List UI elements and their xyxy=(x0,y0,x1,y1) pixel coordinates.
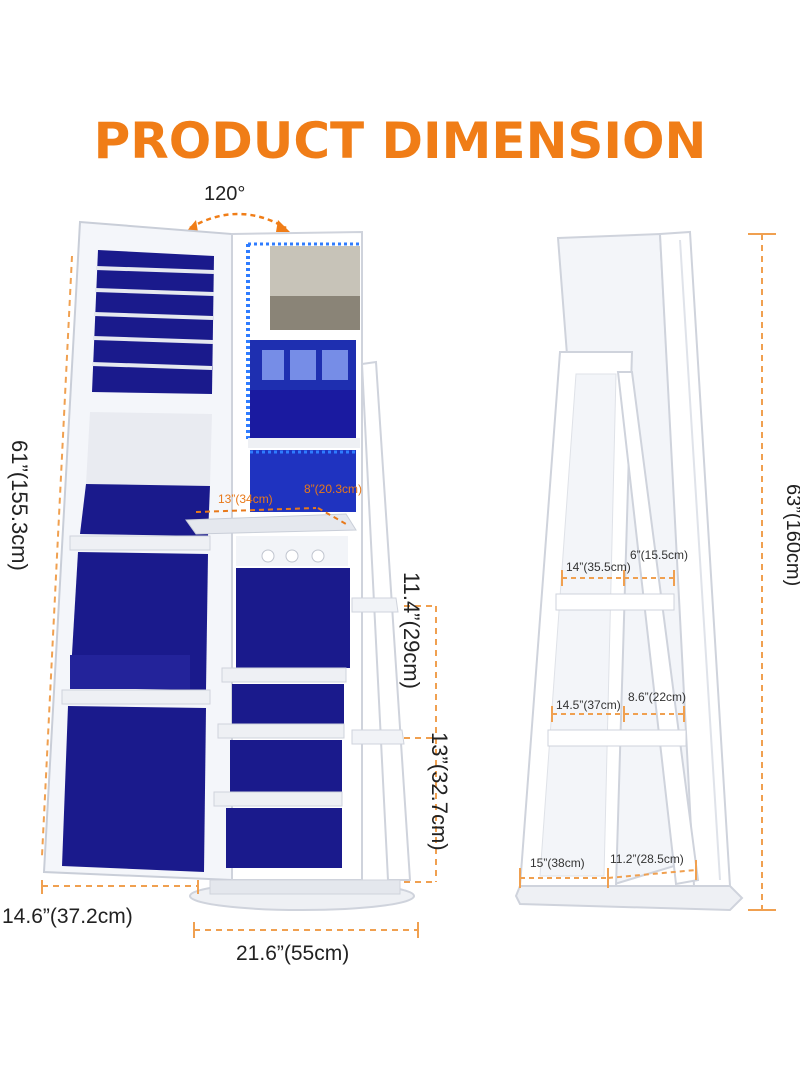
upper-side-label: 6”(15.5cm) xyxy=(630,548,689,562)
page-title: PRODUCT DIMENSION xyxy=(93,112,707,170)
dimension-lines-right xyxy=(519,233,776,911)
left-width-label: 21.6”(55cm) xyxy=(236,942,350,965)
left-depth-label: 14.6”(37.2cm) xyxy=(2,905,133,928)
cabinet-door xyxy=(42,220,233,882)
rotation-label: 120° xyxy=(204,183,246,205)
upper-gap-label: 11.4”(29cm) xyxy=(399,572,424,689)
left-height-label: 61”(155.3cm) xyxy=(7,440,32,571)
upper-front-label: 14”(35.5cm) xyxy=(566,560,631,574)
shelf-width-label: 13”(34cm) xyxy=(218,492,273,506)
base-side-label: 11.2”(28.5cm) xyxy=(610,852,684,866)
side-view-cabinet xyxy=(514,230,744,912)
right-height-label: 63”(160cm) xyxy=(782,484,800,587)
mid-side-label: 8.6”(22cm) xyxy=(628,690,687,704)
rotation-arrow-icon xyxy=(186,212,290,232)
swivel-base xyxy=(189,879,415,911)
dimension-lines-left xyxy=(41,255,437,938)
mid-front-label: 14.5”(37cm) xyxy=(556,698,621,712)
lower-gap-label: 13”(32.7cm) xyxy=(427,732,452,851)
shelf-depth-label: 8”(20.3cm) xyxy=(304,482,363,496)
cabinet-stand xyxy=(351,360,412,881)
base-front-label: 15”(38cm) xyxy=(530,856,585,870)
cabinet-body xyxy=(185,230,363,881)
